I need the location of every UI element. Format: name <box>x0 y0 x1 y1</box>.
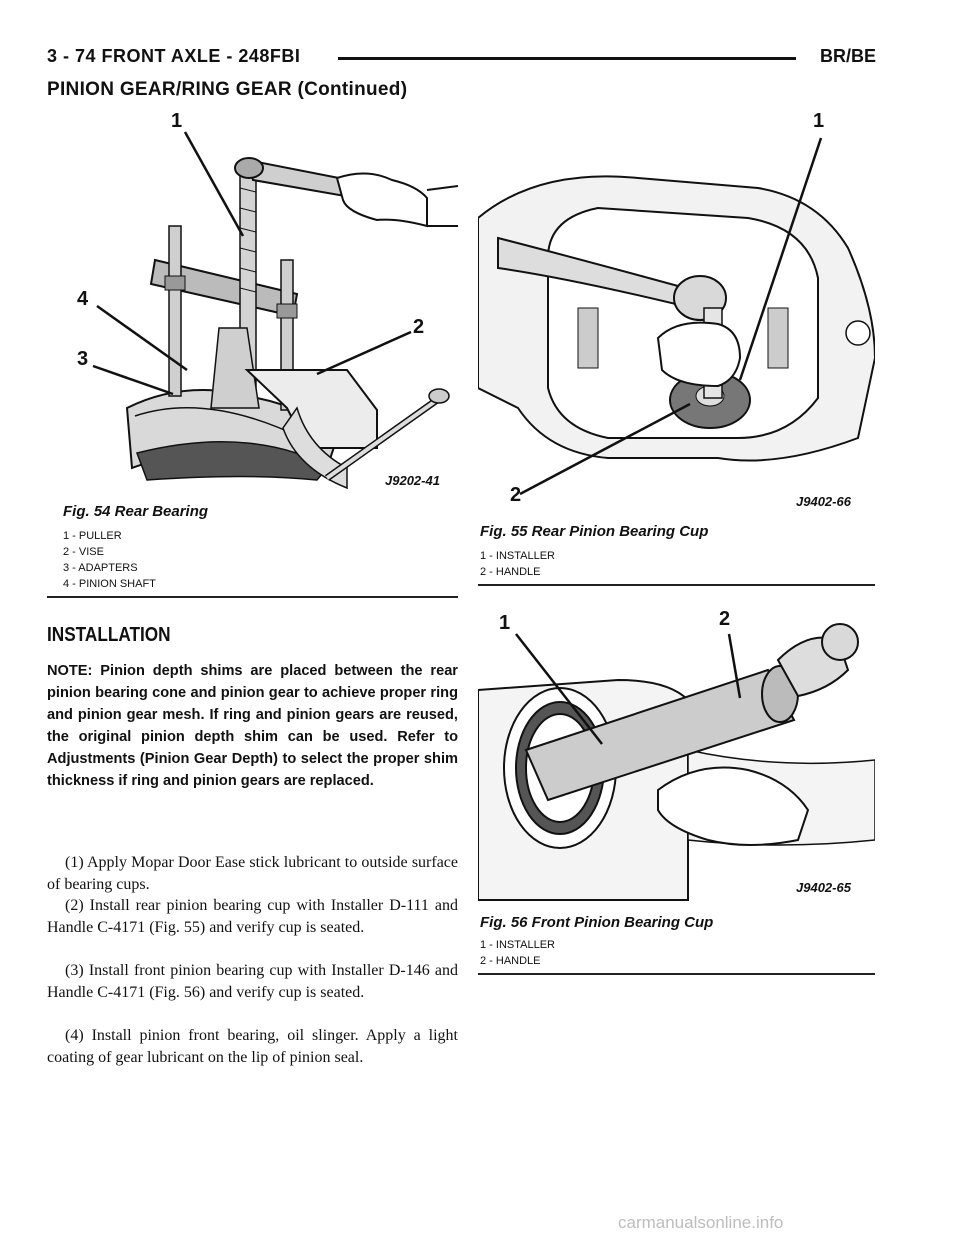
fig54-callout-4: 4 <box>77 288 89 310</box>
step-text: (1) Apply Mopar Door Ease stick lubrican… <box>47 854 458 893</box>
fig56-title: Fig. 56 Front Pinion Bearing Cup <box>480 914 714 931</box>
step-text: (4) Install pinion front bearing, oil sl… <box>47 1027 458 1066</box>
figure-55: 1 2 J9402-66 Fig. 55 Rear Pinion Bearing… <box>478 108 875 586</box>
fig55-rule <box>478 584 875 586</box>
fig54-code: J9202-41 <box>385 473 440 488</box>
installation-step-3: (3) Install front pinion bearing cup wit… <box>47 960 458 1003</box>
fig54-legend-item: 3 - ADAPTERS <box>63 562 138 574</box>
fig55-legend: 1 - INSTALLER 2 - HANDLE <box>480 548 555 580</box>
fig54-illustration <box>92 131 458 490</box>
fig54-legend-item: 1 - PULLER <box>63 530 122 542</box>
fig56-callout-2: 2 <box>719 608 731 630</box>
fig55-illustration <box>478 137 875 496</box>
fig55-callout-1: 1 <box>813 110 825 132</box>
figure-54: 1 2 4 3 J9202-41 Fig. 54 Rear Bearing 1 … <box>47 108 458 598</box>
fig55-code: J9402-66 <box>796 494 851 509</box>
fig54-rule <box>47 596 458 598</box>
fig55-callout-2: 2 <box>510 484 522 506</box>
figure-56: 1 2 J9402-65 Fig. 56 Front Pinion Bearin… <box>478 600 875 976</box>
installation-heading: INSTALLATION <box>47 624 171 646</box>
header-rule <box>338 57 796 60</box>
page-header-title: 3 - 74 FRONT AXLE - 248FBI <box>47 46 301 66</box>
fig54-legend-item: 4 - PINION SHAFT <box>63 578 156 590</box>
fig56-legend: 1 - INSTALLER 2 - HANDLE <box>480 937 555 969</box>
step-text: (2) Install rear pinion bearing cup with… <box>47 897 458 936</box>
step-text: (3) Install front pinion bearing cup wit… <box>47 962 458 1001</box>
fig55-legend-item: 2 - HANDLE <box>480 566 541 578</box>
fig54-title: Fig. 54 Rear Bearing <box>63 503 209 520</box>
installation-step-2: (2) Install rear pinion bearing cup with… <box>47 895 458 938</box>
fig55-legend-item: 1 - INSTALLER <box>480 550 555 562</box>
installation-note: NOTE: Pinion depth shims are placed betw… <box>47 663 458 789</box>
section-continued-title: PINION GEAR/RING GEAR (Continued) <box>47 79 408 100</box>
fig56-legend-item: 1 - INSTALLER <box>480 939 555 951</box>
fig54-legend: 1 - PULLER 2 - VISE 3 - ADAPTERS 4 - PIN… <box>63 528 156 592</box>
page-header-model: BR/BE <box>819 46 876 66</box>
fig56-rule <box>478 973 875 975</box>
fig56-code: J9402-65 <box>796 880 851 895</box>
fig56-callout-1: 1 <box>499 612 511 634</box>
fig56-illustration <box>478 623 875 901</box>
fig54-legend-item: 2 - VISE <box>63 546 104 558</box>
fig56-legend-item: 2 - HANDLE <box>480 955 541 967</box>
fig54-callout-2: 2 <box>413 316 425 338</box>
installation-step-1: (1) Apply Mopar Door Ease stick lubrican… <box>47 852 458 895</box>
installation-step-4: (4) Install pinion front bearing, oil sl… <box>47 1025 458 1068</box>
watermark: carmanualsonline.info <box>618 1213 784 1232</box>
fig54-callout-3: 3 <box>77 348 89 370</box>
fig55-title: Fig. 55 Rear Pinion Bearing Cup <box>480 523 709 540</box>
fig54-callout-1: 1 <box>171 110 183 132</box>
